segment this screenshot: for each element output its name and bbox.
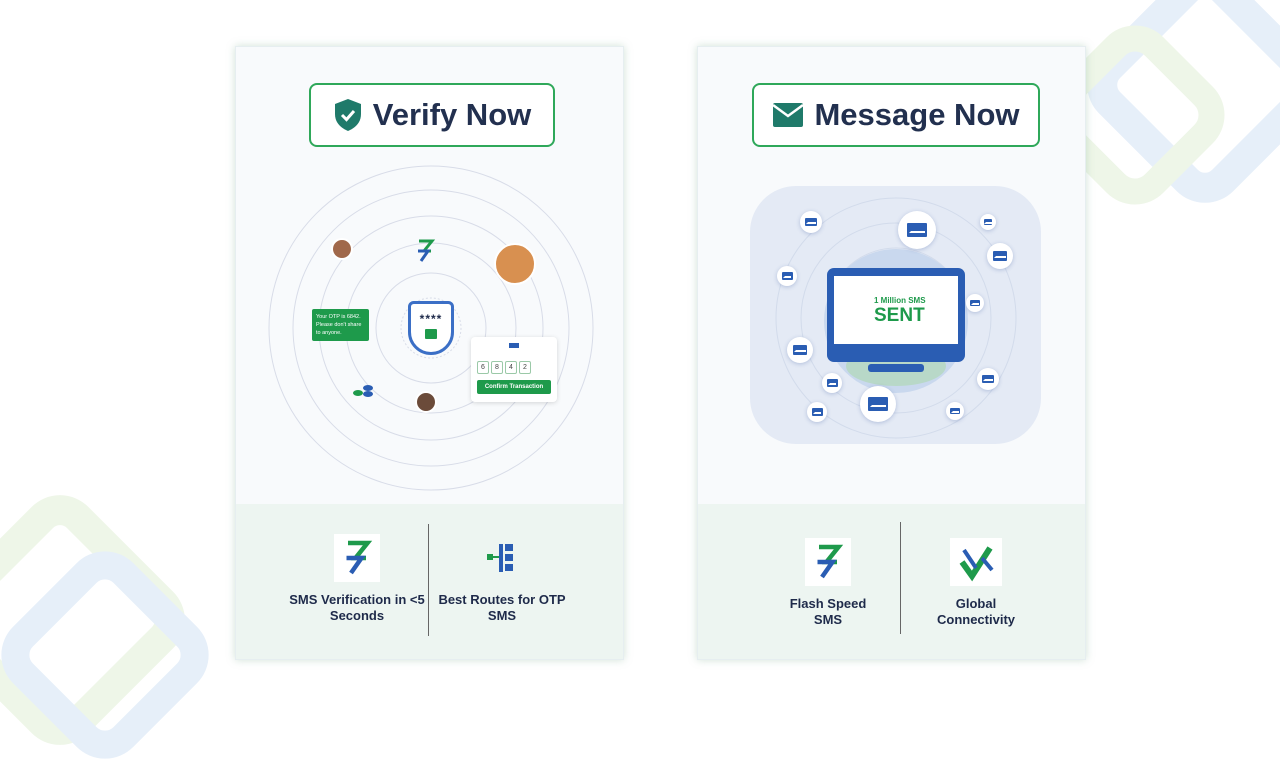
verify-now-card: Verify Now Your OTP is 6842. Please don'… (235, 46, 624, 660)
divider (900, 522, 901, 634)
feature-label: Flash Speed SMS (789, 596, 867, 627)
envelope-icon (787, 337, 813, 363)
envelope-icon (807, 402, 827, 422)
envelope-icon (800, 211, 822, 233)
feature-global-connectivity: Global Connectivity (901, 538, 1051, 628)
pin-mask: **** (419, 312, 443, 326)
verify-now-badge: Verify Now (309, 83, 555, 147)
otp-sms-bubble: Your OTP is 6842. Please don't share to … (312, 309, 369, 341)
screen-subtitle: 1 Million SMS (874, 296, 926, 305)
avatar (331, 238, 353, 260)
envelope-icon (980, 214, 996, 230)
otp-digit: 6 (477, 361, 489, 374)
feature-label: Global Connectivity (936, 596, 1015, 627)
divider (428, 524, 429, 636)
key-icon (509, 343, 519, 348)
envelope-icon (860, 386, 896, 422)
message-now-card: Message Now 1 Million SMS SENT Flash Spe… (697, 46, 1086, 660)
envelope-icon (966, 294, 984, 312)
avatar (415, 391, 437, 413)
message-now-title: Message Now (814, 97, 1020, 132)
lock-icon (425, 329, 437, 339)
features-section: Flash Speed SMS Global Connectivity (698, 504, 1085, 659)
feature-flash-speed: Flash Speed SMS (753, 538, 903, 628)
envelope-icon (822, 373, 842, 393)
monitor-stand (868, 364, 924, 372)
envelope-icon (772, 103, 805, 127)
avatar (494, 243, 536, 285)
lightning-bolt-icon (418, 239, 436, 262)
lightning-bolt-icon (346, 540, 373, 575)
confirm-transaction-button[interactable]: Confirm Transaction (477, 380, 551, 394)
envelope-icon (987, 243, 1013, 269)
feature-label: SMS Verification in <5 Seconds (289, 592, 425, 623)
otp-digit: 4 (505, 361, 517, 374)
envelope-icon (898, 211, 936, 249)
lightning-bolt-icon (817, 544, 844, 579)
routes-tree-icon (487, 544, 513, 572)
sms-illustration: 1 Million SMS SENT (750, 186, 1041, 444)
envelope-icon (946, 402, 964, 420)
envelope-icon (977, 368, 999, 390)
verify-now-title: Verify Now (372, 97, 532, 132)
monitor: 1 Million SMS SENT (827, 268, 965, 362)
shield-check-icon (334, 99, 361, 131)
global-connectivity-icon (959, 546, 994, 582)
screen-title: SENT (874, 305, 925, 326)
database-icon (353, 385, 373, 397)
otp-digit: 2 (519, 361, 531, 374)
message-now-badge: Message Now (752, 83, 1040, 147)
features-section: SMS Verification in <5 Seconds Best Rout… (236, 504, 623, 659)
otp-digit: 8 (491, 361, 503, 374)
envelope-icon (777, 266, 797, 286)
pin-shield: **** (408, 301, 454, 355)
feature-sms-verification: SMS Verification in <5 Seconds (282, 534, 432, 624)
concentric-circles (268, 165, 594, 491)
feature-label: Best Routes for OTP SMS (438, 592, 566, 623)
feature-best-routes: Best Routes for OTP SMS (427, 534, 577, 624)
